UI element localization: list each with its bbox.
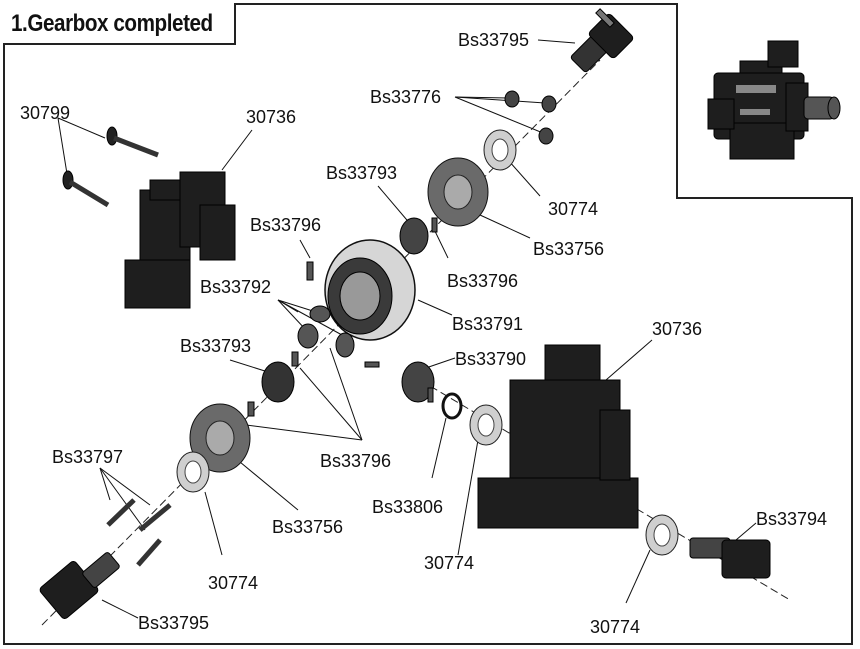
label-bs33806: Bs33806 (372, 497, 444, 517)
label-30774-bottom: 30774 (590, 617, 641, 637)
completed-gearbox-inset (676, 3, 853, 199)
label-bs33776: Bs33776 (370, 87, 442, 107)
outdrive-bottom (39, 552, 120, 619)
bearing-30774-left (176, 451, 210, 493)
pin-bs33796-a (291, 351, 299, 367)
diff-cup-top (427, 157, 489, 227)
gearbox-case-left (124, 171, 236, 309)
title-box: 1.Gearbox completed (3, 3, 236, 45)
label-30736-right: 30736 (652, 319, 703, 339)
leader-lines (57, 39, 757, 619)
diagram-title: 1.Gearbox completed (11, 10, 213, 37)
diff-cup-bottom (189, 403, 251, 473)
bevel-gear-top (399, 217, 429, 255)
shim-bs33806 (441, 392, 463, 420)
bevel-gear-bs33790 (401, 361, 435, 403)
screws-bs33797 (106, 498, 172, 567)
label-30774-mid: 30774 (424, 553, 475, 573)
label-bs33794: Bs33794 (756, 509, 828, 529)
diff-case-bs33791 (324, 239, 416, 341)
outdrive-top (570, 8, 634, 73)
label-bs33797: Bs33797 (52, 447, 124, 467)
label-bs33796-top: Bs33796 (250, 215, 322, 235)
label-bs33790: Bs33790 (455, 349, 527, 369)
bearing-30774-bottom (645, 514, 679, 556)
pin-bs33796-c (364, 361, 380, 368)
label-30774-left: 30774 (208, 573, 259, 593)
label-bs33795-bottom: Bs33795 (138, 613, 210, 633)
bevel-gear-left (261, 361, 295, 403)
label-bs33796-mid: Bs33796 (447, 271, 519, 291)
label-bs33796-bottom: Bs33796 (320, 451, 392, 471)
label-30736-left: 30736 (246, 107, 297, 127)
screws-30799 (62, 126, 159, 208)
pin-bs33796-mid (431, 217, 438, 233)
label-bs33756-top: Bs33756 (533, 239, 605, 259)
nuts-bs33776 (504, 90, 557, 145)
pin-bs33796-top (306, 261, 314, 281)
completed-gearbox-image (707, 40, 841, 160)
bearing-30774-top (483, 129, 517, 171)
label-bs33793-top: Bs33793 (326, 163, 398, 183)
pin-bs33796-b (247, 401, 255, 417)
outdrive-bs33794 (689, 537, 771, 579)
label-bs33793-left: Bs33793 (180, 336, 252, 356)
label-30774-top: 30774 (548, 199, 599, 219)
label-bs33756-bottom: Bs33756 (272, 517, 344, 537)
label-30799: 30799 (20, 103, 71, 123)
spider-gears-bs33792 (297, 305, 355, 358)
label-bs33795-top: Bs33795 (458, 30, 530, 50)
gearbox-case-right (477, 344, 639, 529)
diagram-frame (3, 3, 853, 645)
pin-bs33790 (427, 387, 434, 403)
bearing-30774-mid (469, 404, 503, 446)
label-bs33791: Bs33791 (452, 314, 524, 334)
label-bs33792: Bs33792 (200, 277, 272, 297)
